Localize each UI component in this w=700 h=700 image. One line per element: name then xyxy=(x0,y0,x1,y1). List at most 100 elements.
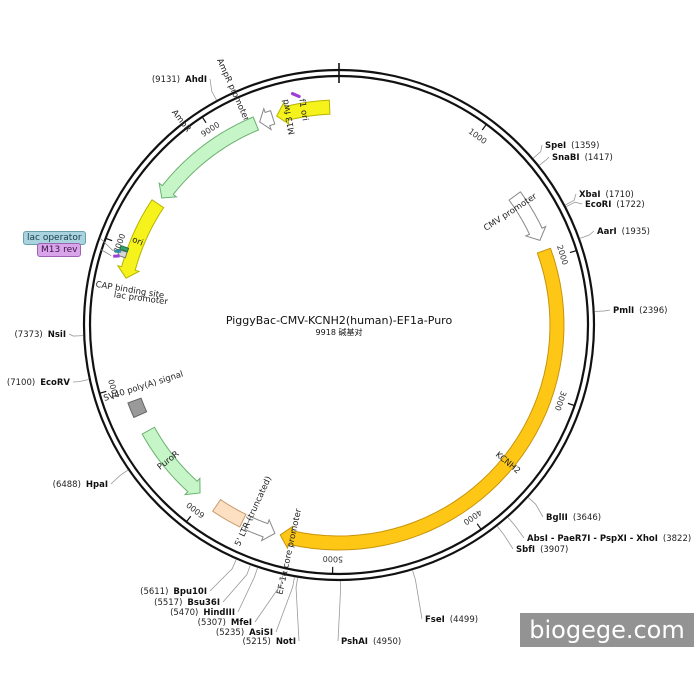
site-name-absi-paer7i-pspxi-xhoi: AbsI - PaeR7I - PspXI - XhoI xyxy=(527,534,658,544)
site-leader-snabi xyxy=(538,156,550,166)
site-leader-noti xyxy=(295,577,300,642)
site-leader-mfei xyxy=(254,574,284,623)
site-name-spei: SpeI xyxy=(545,141,566,151)
site-name-nsii: NsiI xyxy=(48,330,66,340)
feature-cap-binding-site xyxy=(119,244,130,253)
m13-rev-tag: M13 rev xyxy=(37,243,82,257)
site-name-mfei: MfeI xyxy=(231,618,252,628)
site-leader-nsii xyxy=(68,333,84,337)
feature-kcnh2 xyxy=(279,247,565,551)
site-name-snabi: SnaBI xyxy=(552,153,580,163)
site-leader-fsei xyxy=(412,570,423,620)
site-pos-nsii: (7373) xyxy=(14,330,42,340)
tick-4000 xyxy=(476,523,482,530)
site-name-fsei: FseI xyxy=(425,615,445,625)
tick-1000 xyxy=(481,123,487,131)
site-pos-hpai: (6488) xyxy=(53,480,81,490)
site-pos-asisi: (5235) xyxy=(216,628,244,638)
tick-label-1000: 1000 xyxy=(467,127,489,146)
site-name-noti: NotI xyxy=(276,637,296,647)
site-name-ecorv: EcoRV xyxy=(40,378,70,388)
site-name-bpu10i: Bpu10I xyxy=(173,587,207,597)
site-leader-ecori xyxy=(565,201,583,208)
plasmid-title: PiggyBac-CMV-KCNH2(human)-EF1a-Puro xyxy=(226,314,453,327)
feature-ampr xyxy=(158,116,260,199)
site-leader-bglii xyxy=(527,497,544,518)
site-leader-absi-paer7i-pspxi-xhoi xyxy=(507,517,525,539)
plasmid-backbone xyxy=(82,63,596,582)
watermark: biogege.com xyxy=(520,613,694,647)
site-leader-xbai xyxy=(564,193,577,206)
tick-label-5000: 5000 xyxy=(323,554,344,564)
tick-3000 xyxy=(567,402,575,407)
site-pos-aari: (1935) xyxy=(622,227,650,237)
site-leader-asisi xyxy=(275,577,295,633)
site-leader-ahdi xyxy=(209,78,217,101)
site-pos-noti: (5215) xyxy=(243,637,271,647)
feature-ori xyxy=(116,199,165,279)
site-leader-spei xyxy=(532,144,543,159)
site-pos-pshai: (4950) xyxy=(373,637,401,647)
site-pos-ecorv: (7100) xyxy=(7,378,35,388)
site-leader-hpai xyxy=(110,469,129,485)
feature-ef-1-core-promoter xyxy=(244,516,276,542)
site-name-bsu36i: Bsu36I xyxy=(187,598,220,608)
site-name-sbfi: SbfI xyxy=(516,545,535,555)
feature-label-f1-ori: f1 ori xyxy=(296,98,309,122)
side-tag-leader-lac-operator xyxy=(99,237,114,251)
site-name-xbai: XbaI xyxy=(579,190,601,200)
site-name-ecori: EcoRI xyxy=(585,200,611,210)
plasmid-size: 9918 碱基对 xyxy=(316,327,363,337)
site-leader-bpu10i xyxy=(209,559,237,592)
site-pos-absi-paer7i-pspxi-xhoi: (3822) xyxy=(663,534,691,544)
tick-7000 xyxy=(99,390,107,394)
site-pos-bglii: (3646) xyxy=(573,513,601,523)
primer-m13-fwd xyxy=(290,92,301,99)
feature-cmv-promoter xyxy=(508,191,547,241)
site-leader-sbfi xyxy=(496,525,514,550)
tick-9000 xyxy=(201,116,207,124)
restriction-sites: AhdI (9131) SpeI (1359) SnaBI (1417) XbaI (1710… xyxy=(7,75,691,647)
tick-6000 xyxy=(185,515,192,523)
site-pos-hindiii: (5470) xyxy=(170,608,198,618)
tick-label-6000: 6000 xyxy=(185,500,207,520)
site-name-hpai: HpaI xyxy=(86,480,108,490)
site-name-bglii: BglII xyxy=(546,513,568,523)
site-leader-aari xyxy=(579,230,595,239)
site-pos-ecori: (1722) xyxy=(616,200,644,210)
site-leader-ecorv xyxy=(72,379,89,383)
site-name-ahdi: AhdI xyxy=(185,75,207,85)
site-pos-bsu36i: (5517) xyxy=(154,598,182,608)
site-pos-spei: (1359) xyxy=(571,141,599,151)
site-pos-mfei: (5307) xyxy=(198,618,226,628)
feature-ampr-promoter xyxy=(259,107,276,131)
site-pos-sbfi: (3907) xyxy=(540,545,568,555)
site-name-pmli: PmlI xyxy=(613,306,634,316)
site-name-asisi: AsiSI xyxy=(249,628,273,638)
feature-label-ori: ori xyxy=(130,235,144,248)
site-leader-pmli xyxy=(594,309,611,312)
site-leader-bsu36i xyxy=(222,565,251,603)
site-pos-fsei: (4499) xyxy=(450,615,478,625)
site-leader-pshai xyxy=(337,580,341,642)
site-pos-bpu10i: (5611) xyxy=(140,587,168,597)
tick-label-3000: 3000 xyxy=(553,390,568,412)
feature-label-ampr-promoter: AmpR promoter xyxy=(214,57,251,123)
site-name-aari: AarI xyxy=(597,227,617,237)
feature-f1-ori xyxy=(275,99,331,126)
site-pos-ahdi: (9131) xyxy=(152,75,180,85)
site-name-hindiii: HindIII xyxy=(203,608,235,618)
tick-label-2000: 2000 xyxy=(555,244,570,266)
tick-2000 xyxy=(569,249,577,254)
tick-8000 xyxy=(105,237,113,242)
site-leader-hindiii xyxy=(237,567,258,613)
feature-sv40-poly-a-signal xyxy=(127,397,148,419)
side-tag-leader-m13-rev xyxy=(99,248,112,257)
site-pos-xbai: (1710) xyxy=(606,190,634,200)
feature-5-ltr-truncated xyxy=(211,498,247,528)
feature-puror xyxy=(141,426,201,496)
site-pos-pmli: (2396) xyxy=(639,306,667,316)
site-name-pshai: PshAI xyxy=(341,637,368,647)
site-pos-snabi: (1417) xyxy=(585,153,613,163)
